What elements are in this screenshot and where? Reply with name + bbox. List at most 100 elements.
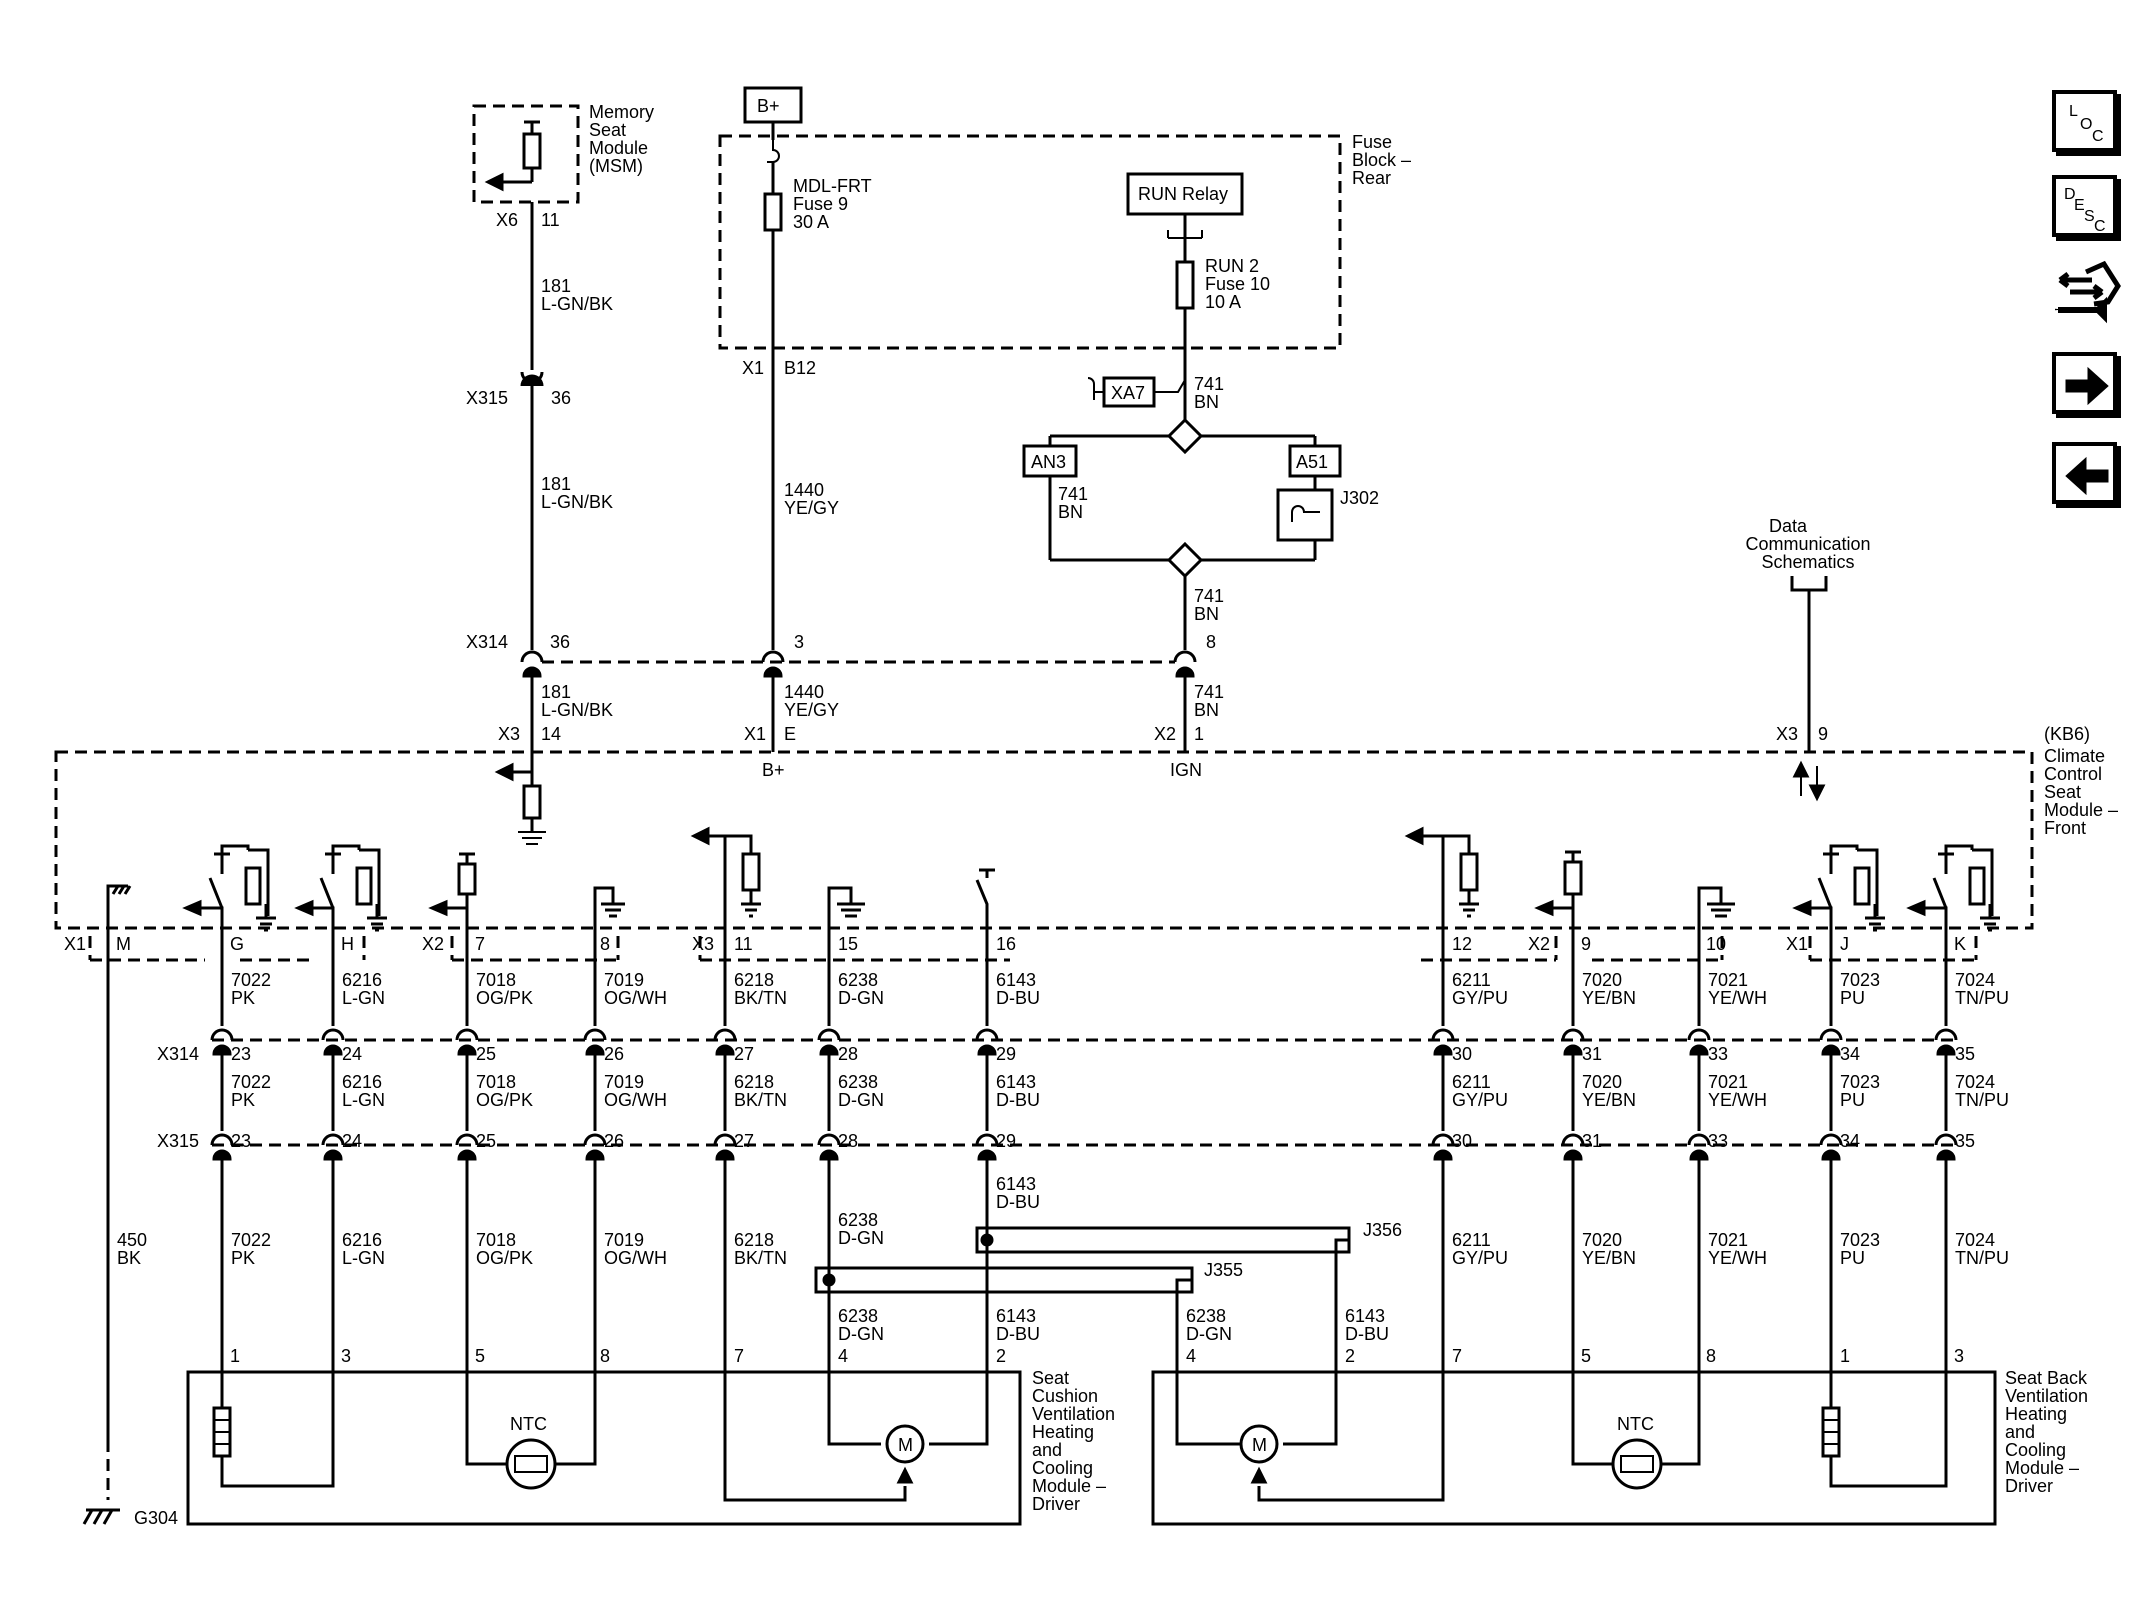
splice-j356 bbox=[975, 1226, 1351, 1254]
wire-mid-num: 7021 bbox=[1708, 1072, 1748, 1092]
wire-lower-color: YE/BN bbox=[1582, 1248, 1636, 1268]
wire-mid-color: YE/BN bbox=[1582, 1090, 1636, 1110]
x314-top-pin-1: 36 bbox=[550, 632, 570, 652]
internal-resistor-x3-14 bbox=[522, 784, 542, 820]
connector-view-icon[interactable] bbox=[2052, 258, 2122, 333]
connector-cavity bbox=[1561, 1133, 1585, 1146]
desc-letter-c: C bbox=[2094, 218, 2106, 235]
wire-mid-color: D-BU bbox=[996, 1090, 1040, 1110]
wire-upper-color: D-GN bbox=[838, 988, 884, 1008]
wire-lower-num: 7021 bbox=[1708, 1230, 1748, 1250]
wire-mid-color: D-GN bbox=[838, 1090, 884, 1110]
fuse-10 bbox=[1175, 260, 1195, 310]
desc-letter-d: D bbox=[2064, 186, 2076, 203]
wire-lower-color: D-GN bbox=[838, 1228, 884, 1248]
connector-pin bbox=[1433, 1149, 1453, 1161]
x314-pin: 30 bbox=[1452, 1044, 1472, 1064]
cushion-motor-label: M bbox=[898, 1435, 913, 1455]
description-button[interactable]: D E S C bbox=[2052, 175, 2117, 237]
fuse-block-name-2: Block – bbox=[1352, 150, 1411, 170]
wire-741-d-color: BN bbox=[1194, 700, 1219, 720]
pin-15: 15 bbox=[838, 934, 858, 954]
wire-mid-color: GY/PU bbox=[1452, 1090, 1508, 1110]
wire-upper-num: 6211 bbox=[1452, 970, 1491, 990]
wire-upper-color: OG/PK bbox=[476, 988, 533, 1008]
connector-pin bbox=[977, 1149, 997, 1161]
wire-upper-color: TN/PU bbox=[1955, 988, 2009, 1008]
data-arrow-up-icon bbox=[1792, 760, 1810, 778]
after-j355-4-num: 6143 bbox=[1345, 1306, 1385, 1326]
wire-lower-num: 6216 bbox=[342, 1230, 382, 1250]
ign-internal-label: IGN bbox=[1170, 760, 1202, 780]
wire-upper-color: GY/PU bbox=[1452, 988, 1508, 1008]
msm-name-3: Module bbox=[589, 138, 648, 158]
wire-upper-color: D-BU bbox=[996, 988, 1040, 1008]
back-name-7: Driver bbox=[2005, 1476, 2053, 1496]
splice-j355 bbox=[814, 1266, 1194, 1294]
connector-pin bbox=[1433, 1044, 1453, 1056]
wire-lower-color: BK/TN bbox=[734, 1248, 787, 1268]
back-pin-1: 1 bbox=[1840, 1346, 1850, 1366]
a51-label: A51 bbox=[1296, 452, 1328, 472]
pin-m-conn: X1 bbox=[64, 934, 86, 954]
back-name-1: Seat Back bbox=[2005, 1368, 2088, 1388]
run-relay-label: RUN Relay bbox=[1138, 184, 1228, 204]
wire-mid-num: 6211 bbox=[1452, 1072, 1491, 1092]
wire-lower-num: 6218 bbox=[734, 1230, 774, 1250]
pin-16: 16 bbox=[996, 934, 1016, 954]
desc-letter-s: S bbox=[2084, 208, 2095, 225]
msm-name-2: Seat bbox=[589, 120, 626, 140]
connector-cavity bbox=[1819, 1133, 1843, 1146]
x314-pin: 31 bbox=[1582, 1044, 1602, 1064]
j302-label: J302 bbox=[1340, 488, 1379, 508]
back-pin-4: 4 bbox=[1186, 1346, 1196, 1366]
ground-icon bbox=[518, 831, 546, 845]
back-pin-2: 2 bbox=[1345, 1346, 1355, 1366]
wire-lower-color: OG/WH bbox=[604, 1248, 667, 1268]
x315-pin: 27 bbox=[734, 1131, 754, 1151]
x315-pin: 33 bbox=[1708, 1131, 1728, 1151]
x315-pin: 30 bbox=[1452, 1131, 1472, 1151]
mod-pin-2: E bbox=[784, 724, 796, 744]
x314-top-connectors bbox=[520, 650, 1197, 678]
wire-upper-color: L-GN bbox=[342, 988, 385, 1008]
x315-top-name: X315 bbox=[466, 388, 508, 408]
x315-top-pin: 36 bbox=[551, 388, 571, 408]
splice-route bbox=[1334, 1238, 1349, 1372]
after-j355-2-color: D-BU bbox=[996, 1324, 1040, 1344]
pin-12: 12 bbox=[1452, 934, 1472, 954]
back-name-3: Heating bbox=[2005, 1404, 2067, 1424]
splice-bottom bbox=[1166, 541, 1204, 579]
wire-mid-num: 7020 bbox=[1582, 1072, 1622, 1092]
module-name-5: Module – bbox=[2044, 800, 2118, 820]
x314-top-name: X314 bbox=[466, 632, 508, 652]
fuse-9 bbox=[763, 192, 783, 232]
connector-pin bbox=[457, 1149, 477, 1161]
msm-resistor bbox=[522, 132, 542, 170]
next-page-button[interactable] bbox=[2052, 352, 2117, 414]
connector-cavity bbox=[1431, 1133, 1455, 1146]
after-j355-3-num: 6238 bbox=[1186, 1306, 1226, 1326]
msm-conn: X6 bbox=[496, 210, 518, 230]
fuse9-line-2: Fuse 9 bbox=[793, 194, 848, 214]
x314-row-name: X314 bbox=[157, 1044, 199, 1064]
wire-mid-num: 6216 bbox=[342, 1072, 382, 1092]
cushion-motor bbox=[885, 1424, 925, 1464]
fuse-block-name-3: Rear bbox=[1352, 168, 1391, 188]
x314-pin: 23 bbox=[231, 1044, 251, 1064]
cushion-pin-8: 8 bbox=[600, 1346, 610, 1366]
loc-letter-c: C bbox=[2092, 128, 2104, 145]
previous-page-button[interactable] bbox=[2052, 442, 2117, 504]
wire-mid-num: 7022 bbox=[231, 1072, 271, 1092]
back-motor-label: M bbox=[1252, 1435, 1267, 1455]
wire-1440-b-num: 1440 bbox=[784, 682, 824, 702]
bplus-internal-label: B+ bbox=[762, 760, 785, 780]
wire-181-b-num: 181 bbox=[541, 474, 571, 494]
location-button[interactable]: L O C bbox=[2052, 90, 2117, 152]
wire-upper-num: 7024 bbox=[1955, 970, 1995, 990]
connector-pin bbox=[1563, 1044, 1583, 1056]
connector-cavity bbox=[1687, 1028, 1711, 1041]
cushion-name-7: Module – bbox=[1032, 1476, 1106, 1496]
wire-lower-num: 6211 bbox=[1452, 1230, 1491, 1250]
x314-pin: 34 bbox=[1840, 1044, 1860, 1064]
